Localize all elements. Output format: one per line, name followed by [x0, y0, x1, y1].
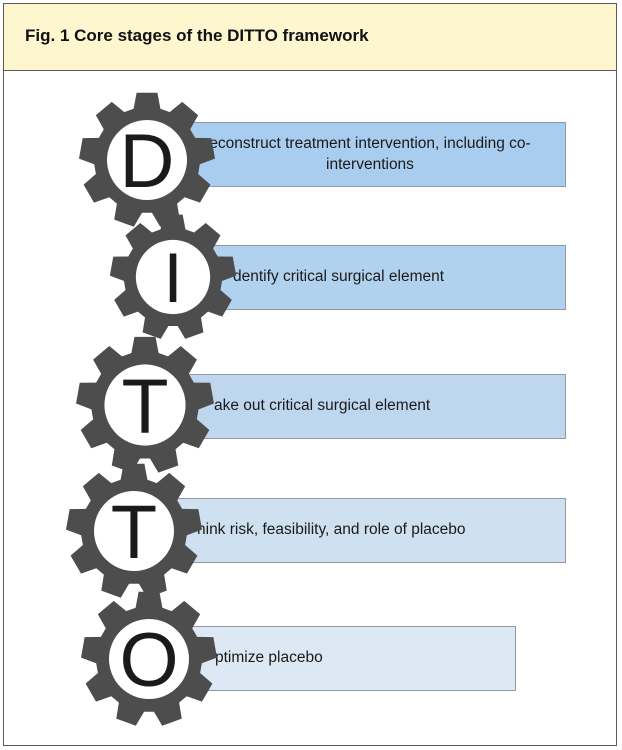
- stage-t2-gear-icon: T: [66, 463, 202, 598]
- figure-header: Fig. 1 Core stages of the DITTO framewor…: [4, 4, 616, 71]
- stage-t2-box: hink risk, feasibility, and role of plac…: [146, 498, 566, 563]
- stage-d-letter: D: [120, 119, 175, 204]
- stage-d-text: econstruct treatment intervention, inclu…: [209, 134, 531, 173]
- stage-t1-gear-icon: T: [76, 336, 214, 473]
- stage-i-gear-icon: I: [109, 214, 237, 339]
- stage-t1-text: ake out critical surgical element: [214, 397, 431, 415]
- stage-t1-box: ake out critical surgical element: [154, 374, 566, 439]
- stage-o-text: ptimize placebo: [215, 649, 323, 667]
- stage-o-letter: O: [119, 618, 178, 703]
- figure-frame: Fig. 1 Core stages of the DITTO framewor…: [3, 3, 617, 746]
- stage-o-gear-icon: O: [81, 591, 217, 726]
- stage-t1-letter: T: [121, 363, 168, 449]
- stage-d-gear-icon: D: [79, 92, 215, 227]
- stage-t2-letter: T: [111, 490, 157, 575]
- stage-i-text: dentify critical surgical element: [233, 268, 445, 286]
- stage-i-letter: I: [163, 238, 183, 317]
- stage-t2-text: hink risk, feasibility, and role of plac…: [197, 521, 466, 539]
- figure-title: Fig. 1 Core stages of the DITTO framewor…: [25, 26, 369, 45]
